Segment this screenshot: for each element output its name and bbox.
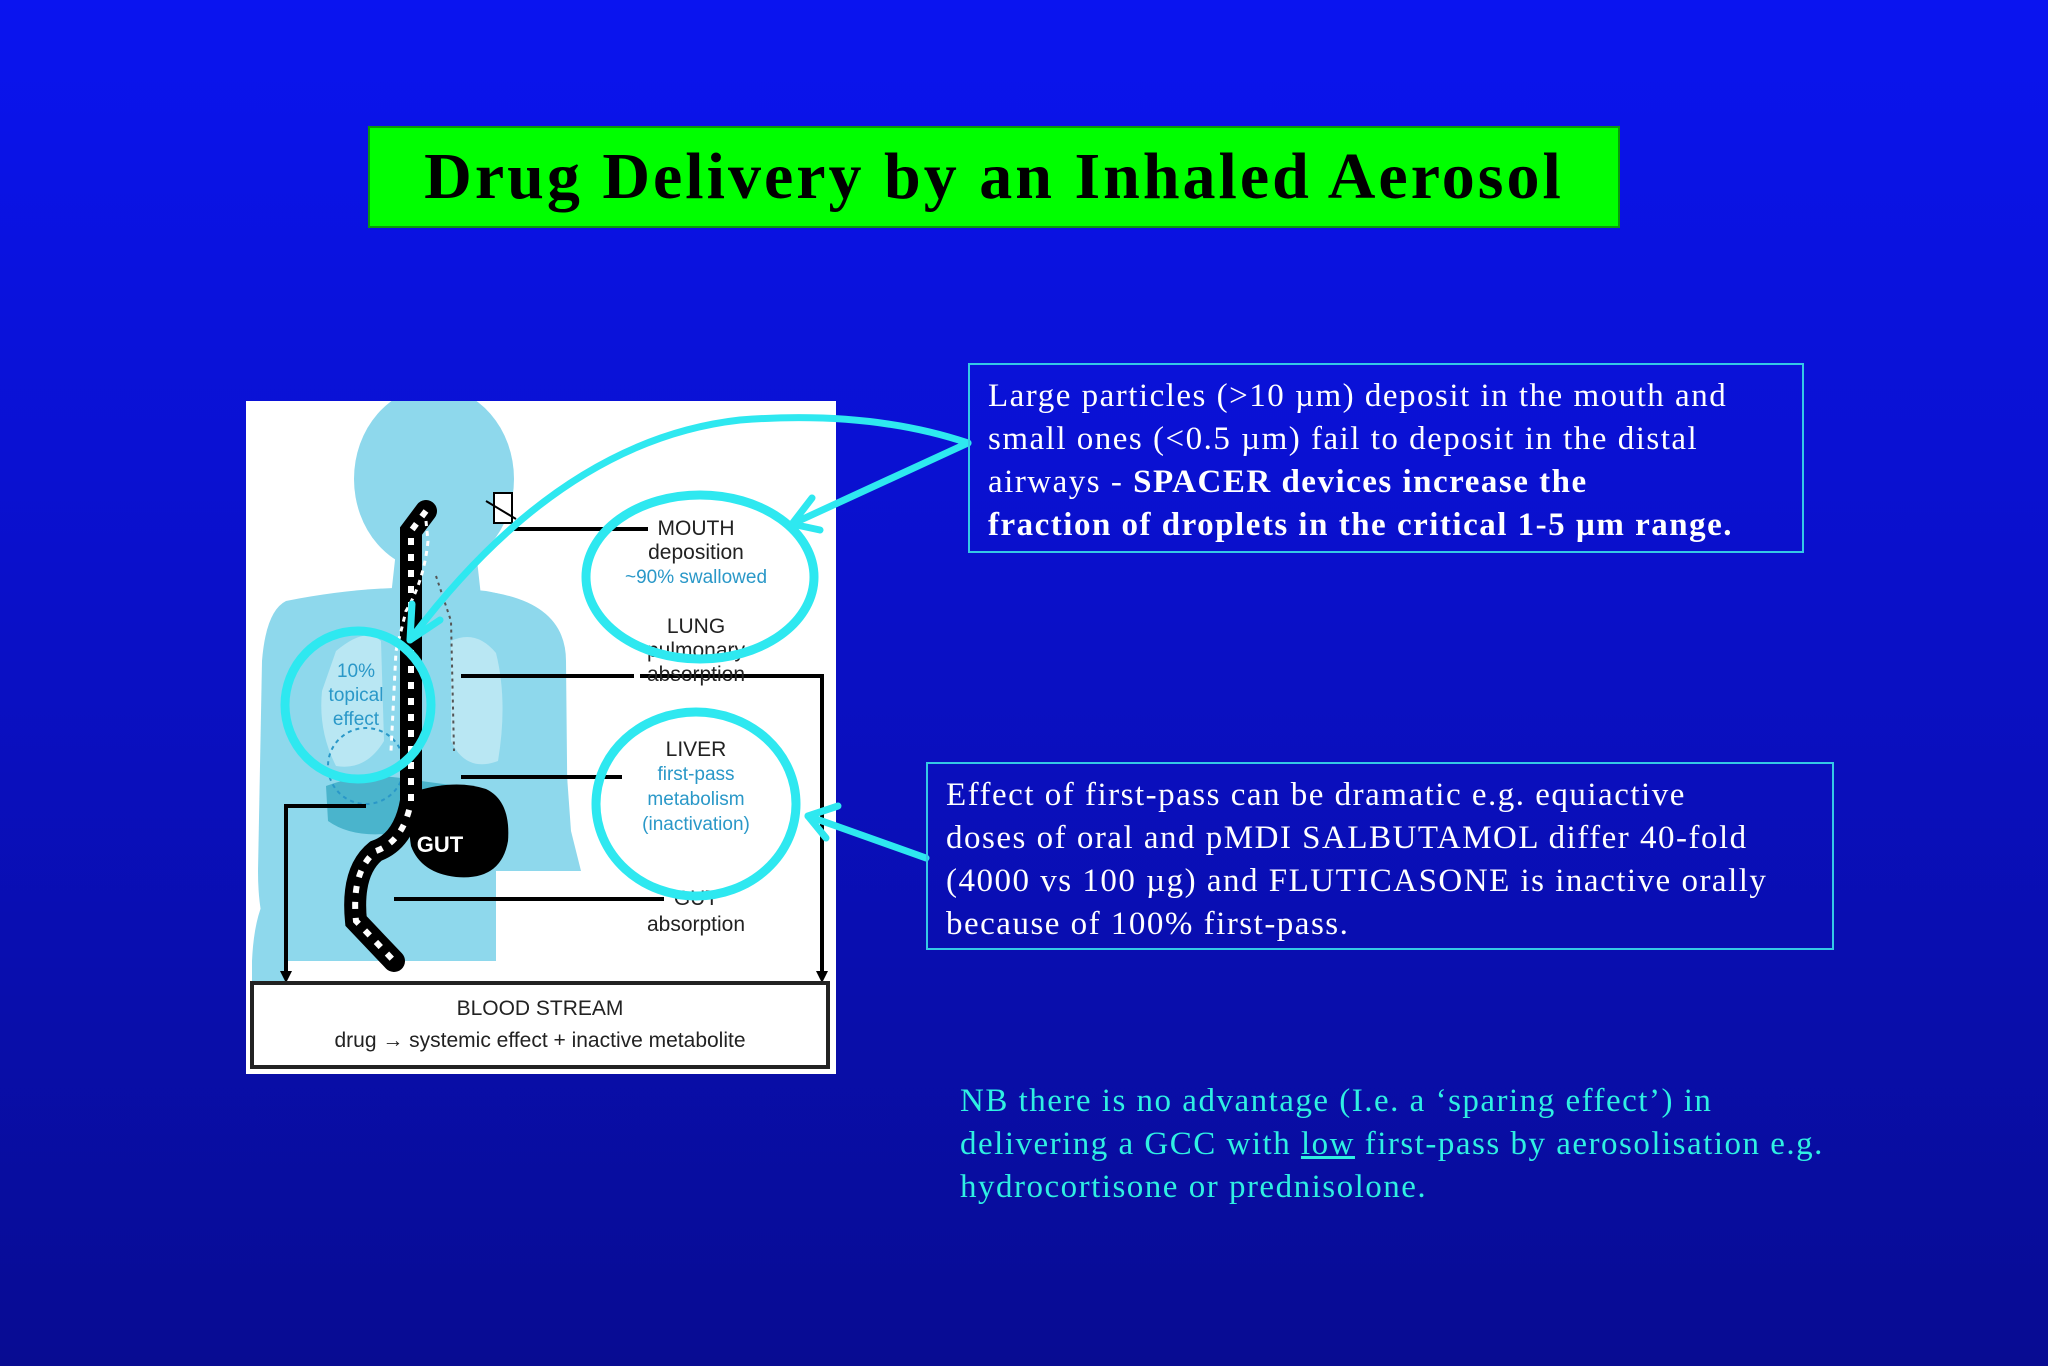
nb-line2-underlined: low — [1300, 1126, 1355, 1162]
mouth-title: MOUTH — [657, 517, 735, 540]
topical-line3: effect — [332, 709, 380, 730]
particle-note-line3: airways - SPACER devices increase the — [988, 461, 1784, 504]
liver-line1: first-pass — [657, 764, 735, 785]
arrowheads — [280, 971, 828, 983]
first-pass-line1: Effect of first-pass can be dramatic e.g… — [946, 777, 1686, 813]
particle-note-line1: Large particles (>10 µm) deposit in the … — [988, 378, 1728, 414]
gut-organ-label: GUT — [416, 832, 464, 857]
topical-line1: 10% — [336, 661, 376, 682]
first-pass-line4: because of 100% first-pass. — [946, 906, 1350, 942]
lung-line2: absorption — [646, 663, 746, 686]
particle-size-note: Large particles (>10 µm) deposit in the … — [968, 363, 1804, 553]
gut-line1: absorption — [646, 913, 746, 936]
mouth-line2: ~90% swallowed — [624, 567, 768, 588]
nb-line2: delivering a GCC with low first-pass by … — [960, 1123, 1960, 1166]
nb-line1: NB there is no advantage (I.e. a ‘sparin… — [960, 1083, 1713, 1119]
particle-note-line3-bold: SPACER devices increase the — [1133, 464, 1588, 500]
topical-line2: topical — [328, 685, 384, 706]
particle-note-line4: fraction of droplets in the critical 1-5… — [988, 507, 1734, 543]
first-pass-line3: (4000 vs 100 µg) and FLUTICASONE is inac… — [946, 863, 1768, 899]
title-banner: Drug Delivery by an Inhaled Aerosol — [368, 126, 1620, 228]
nb-line2-b: first-pass by aerosolisation e.g. — [1354, 1126, 1824, 1162]
stomach-shape — [409, 784, 509, 878]
particle-note-line3-plain: airways - — [988, 464, 1134, 500]
nb-line3: hydrocortisone or prednisolone. — [960, 1169, 1428, 1205]
first-pass-line2: doses of oral and pMDI SALBUTAMOL differ… — [946, 820, 1748, 856]
gut-title: GUT — [673, 887, 719, 910]
drug-pathway-diagram: MOUTH deposition ~90% swallowed LUNG pul… — [246, 401, 836, 1074]
liver-line2: metabolism — [647, 789, 745, 810]
first-pass-note: Effect of first-pass can be dramatic e.g… — [926, 762, 1834, 950]
nb-note: NB there is no advantage (I.e. a ‘sparin… — [960, 1080, 1960, 1209]
mouth-line1: deposition — [648, 541, 744, 564]
bloodstream-title: BLOOD STREAM — [456, 997, 624, 1020]
slide-title: Drug Delivery by an Inhaled Aerosol — [424, 140, 1564, 213]
gut-tube-dashes — [352, 509, 429, 964]
body-illustration — [250, 401, 830, 1069]
particle-note-line2: small ones (<0.5 µm) fail to deposit in … — [988, 421, 1699, 457]
lung-line1: pulmonary — [646, 639, 746, 662]
liver-title: LIVER — [665, 738, 727, 761]
liver-line3: (inactivation) — [642, 814, 750, 835]
bloodstream-line: drug → systemic effect + inactive metabo… — [334, 1029, 746, 1052]
bloodstream-box — [250, 981, 830, 1069]
lung-title: LUNG — [666, 615, 726, 638]
nb-line2-a: delivering a GCC with — [960, 1126, 1301, 1162]
